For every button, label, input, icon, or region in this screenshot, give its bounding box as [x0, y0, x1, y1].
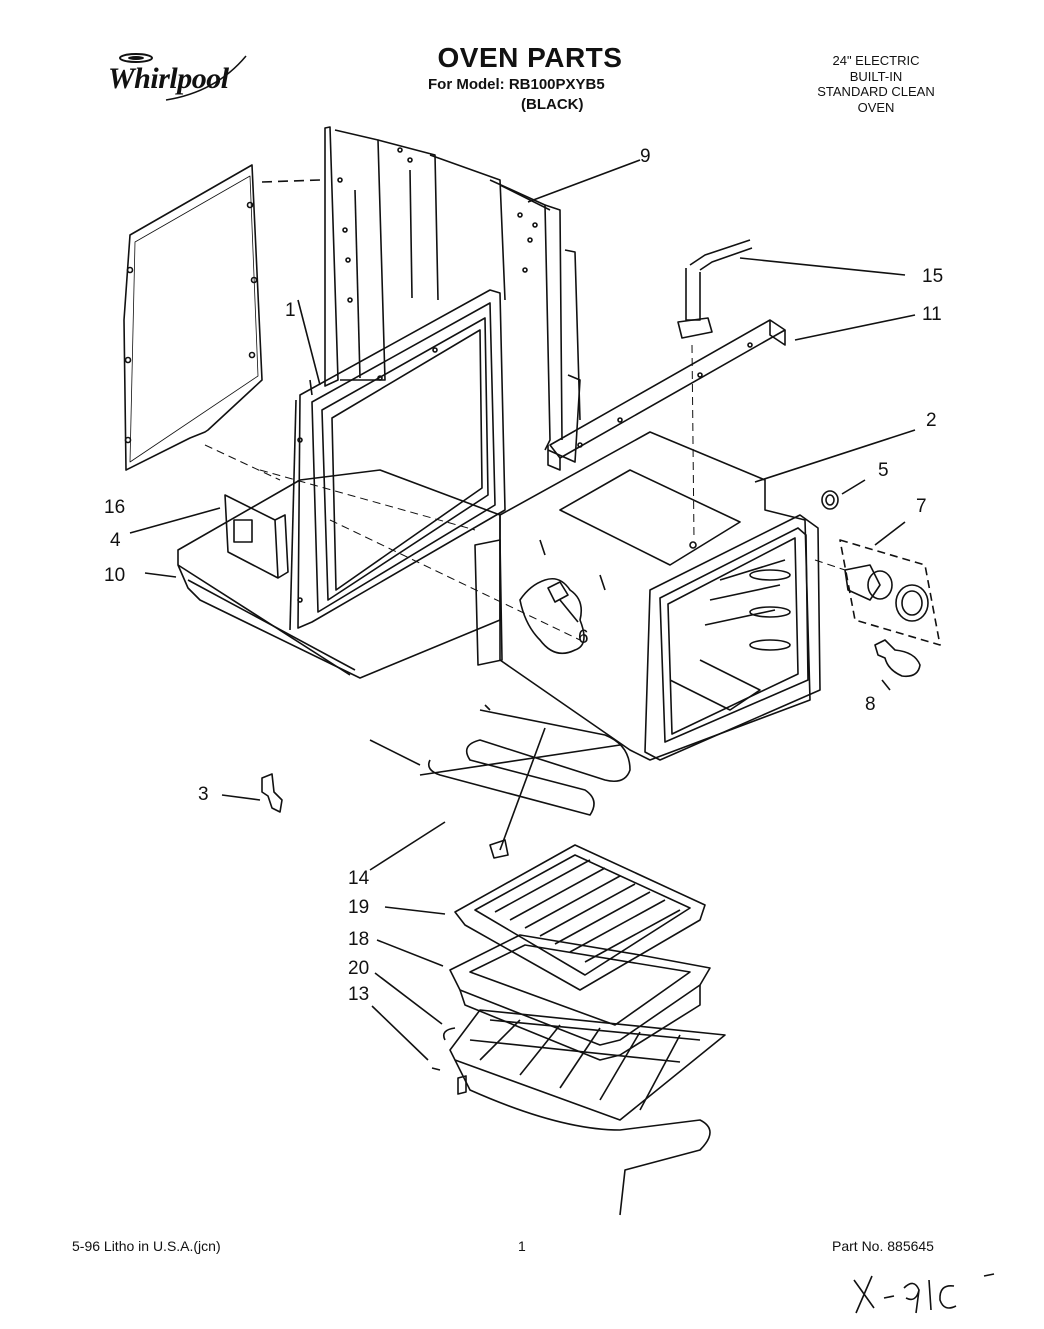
whirlpool-logo-swoosh: [119, 53, 247, 101]
callout-9: 9: [640, 146, 651, 167]
part-6-connector: [547, 581, 579, 623]
part-19-broil-grid: [384, 844, 706, 991]
callout-15: 15: [922, 266, 944, 287]
callout-3: 3: [198, 784, 209, 805]
model-line: For Model: RB100PXYB5: [428, 76, 605, 93]
callout-14: 14: [348, 868, 370, 889]
description-line: 24" ELECTRIC: [832, 53, 920, 68]
callout-1: 1: [285, 300, 296, 321]
print-info: 5-96 Litho in U.S.A.(jcn): [72, 1238, 221, 1254]
part-8-bulb: [874, 639, 921, 691]
part-16-rear-panel: [123, 164, 321, 471]
part-10-bottom-panel: [144, 469, 501, 679]
callout-16: 16: [104, 497, 126, 518]
assembly-guide-lines: [204, 344, 846, 641]
part-15-vent-tube: [677, 239, 906, 339]
callout-8: 8: [865, 694, 876, 715]
part-11-top-rail: [547, 314, 916, 471]
model-variant: (BLACK): [521, 96, 584, 113]
part-3-clip: [221, 773, 283, 813]
part-20-oven-rack: [371, 972, 726, 1216]
callout-10: 10: [104, 565, 126, 586]
brand-logo: Whirlpool: [108, 62, 229, 95]
callout-6: 6: [578, 627, 589, 648]
description-line: BUILT-IN: [849, 68, 903, 84]
callout-20: 20: [348, 958, 370, 979]
handwritten-mark: [853, 1273, 995, 1314]
part-7-light-socket: [839, 521, 941, 646]
part-number: Part No. 885645: [832, 1238, 934, 1254]
part-18-broil-pan: [376, 934, 711, 1061]
callout-11: 11: [922, 304, 942, 325]
callout-19: 19: [348, 897, 370, 918]
callout-18: 18: [348, 929, 370, 950]
callout-4: 4: [110, 530, 121, 551]
part-4-bracket: [129, 494, 289, 579]
callout-7: 7: [916, 496, 927, 517]
page-title: OVEN PARTS: [437, 42, 623, 73]
callout-2: 2: [926, 410, 937, 431]
part-2-oven-cavity: [474, 429, 916, 761]
callout-5: 5: [878, 460, 889, 481]
page-number: 1: [518, 1238, 526, 1254]
part-14-bake-element: [369, 704, 631, 871]
callout-13: 13: [348, 984, 370, 1005]
part-1-front-frame: [289, 289, 506, 631]
description-line: STANDARD CLEAN: [817, 84, 935, 99]
part-9-wall-assembly: [324, 126, 641, 463]
description-line: OVEN: [857, 99, 895, 115]
part-5-ring: [821, 479, 866, 510]
product-description: 24" ELECTRIC BUILT-IN STANDARD CLEAN OVE…: [796, 53, 956, 115]
